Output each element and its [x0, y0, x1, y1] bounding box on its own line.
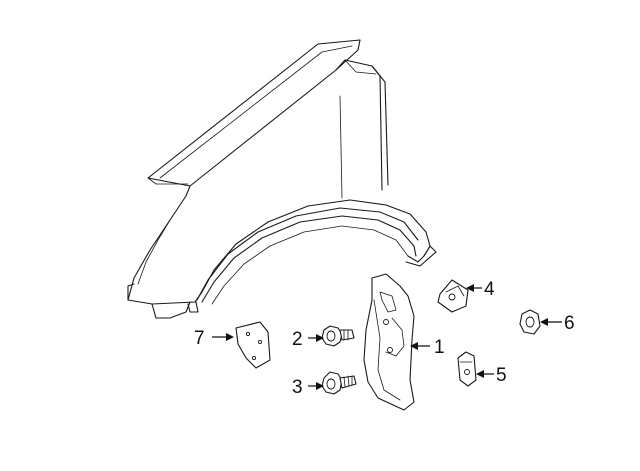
callout-label: 2 — [292, 329, 303, 350]
callout-2: 2 — [292, 329, 324, 350]
bracket-part — [235, 321, 271, 369]
callout-label: 1 — [434, 337, 445, 358]
callout-1: 1 — [410, 337, 445, 358]
callout-6: 6 — [540, 313, 575, 334]
clip-nut-part — [437, 279, 469, 313]
callout-3: 3 — [292, 377, 324, 398]
callout-label: 4 — [484, 279, 495, 300]
callout-5: 5 — [476, 365, 507, 386]
callout-4: 4 — [466, 279, 495, 300]
bolt-part — [321, 325, 355, 347]
callout-label: 7 — [194, 328, 205, 349]
callout-label: 3 — [292, 377, 303, 398]
callout-label: 5 — [496, 365, 507, 386]
screw-part — [321, 371, 357, 395]
clip-part — [457, 351, 477, 387]
splash-shield-part — [363, 273, 415, 411]
callout-7: 7 — [194, 328, 234, 349]
fender — [127, 39, 437, 319]
callout-label: 6 — [564, 313, 575, 334]
nut-part — [519, 309, 541, 335]
